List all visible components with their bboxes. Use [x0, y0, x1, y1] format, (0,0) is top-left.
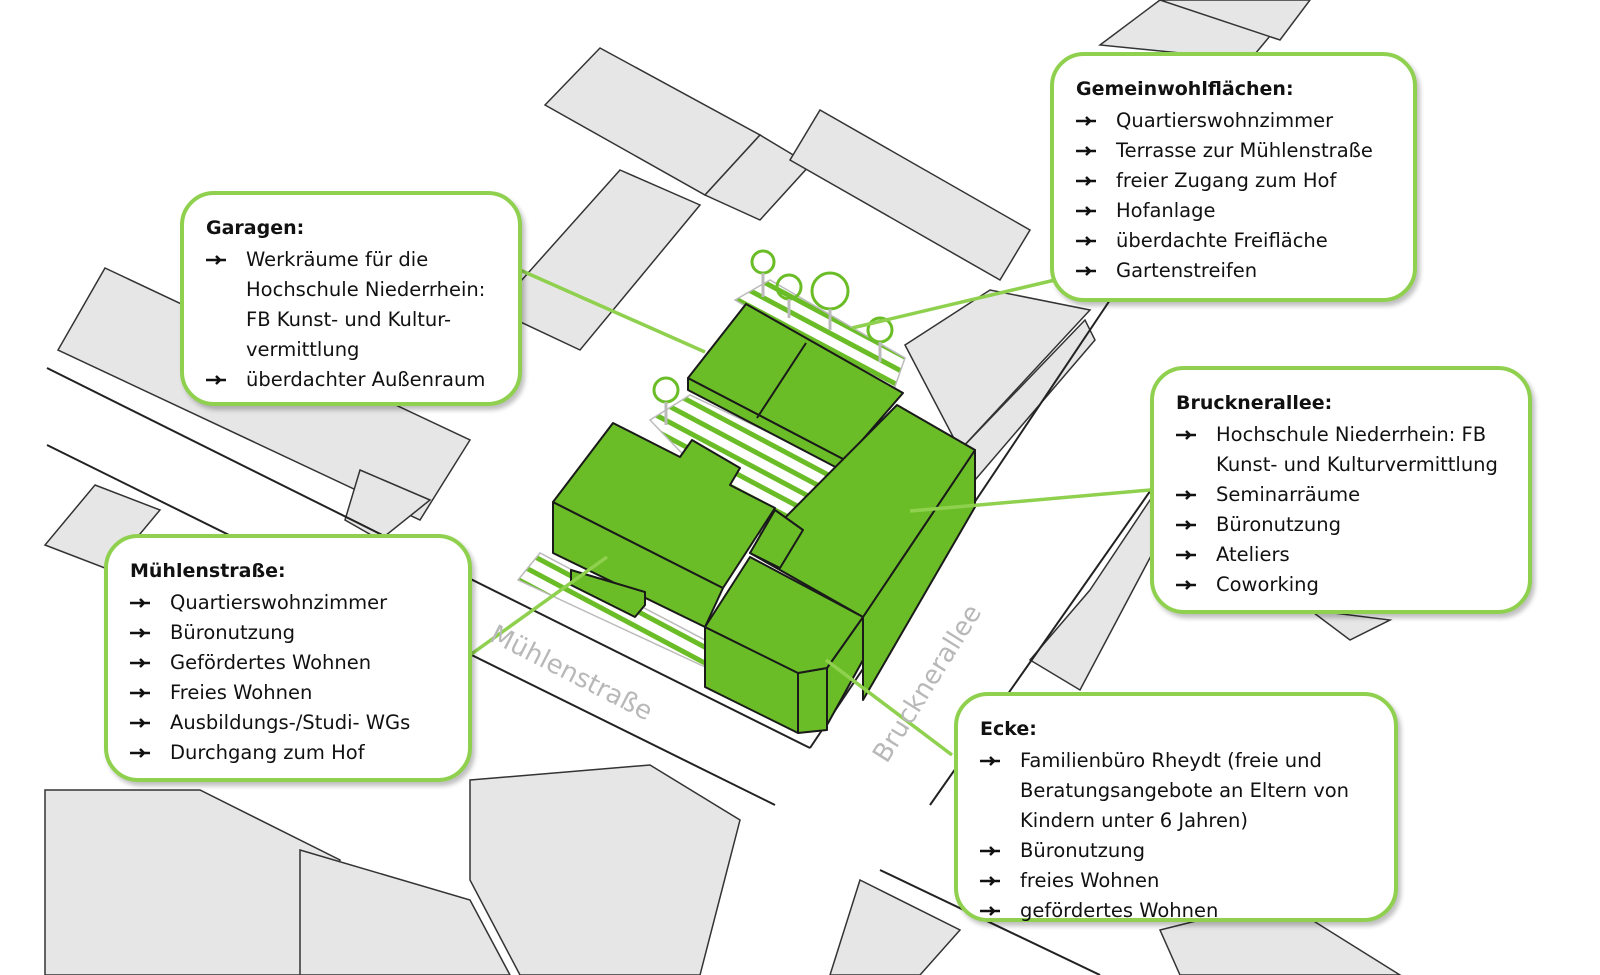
arrow-bullet-icon: [206, 375, 226, 385]
list-item: überdachte Freifläche: [1076, 226, 1391, 256]
leader-lines: [468, 268, 1151, 757]
list-item: Seminarräume: [1176, 480, 1506, 510]
arrow-bullet-icon: [1076, 236, 1096, 246]
arrow-bullet-icon: [1176, 520, 1196, 530]
list-item: Ausbildungs-/Studi- WGs: [130, 708, 446, 738]
callout-gemeinwohlflaechen: Gemeinwohlflächen: Quartierswohnzimmer T…: [1050, 52, 1417, 302]
list-item: Durchgang zum Hof: [130, 738, 446, 768]
list-item: Gefördertes Wohnen: [130, 648, 446, 678]
callout-title: Mühlenstraße:: [130, 560, 286, 582]
list-item: Büronutzung: [1176, 510, 1506, 540]
list-item: Gartenstreifen: [1076, 256, 1391, 286]
arrow-bullet-icon: [1176, 550, 1196, 560]
list-item: freier Zugang zum Hof: [1076, 166, 1391, 196]
arrow-bullet-icon: [130, 718, 150, 728]
list-item: freies Wohnen: [980, 866, 1372, 896]
arrow-bullet-icon: [1176, 430, 1196, 440]
callout-title: Brucknerallee:: [1176, 392, 1333, 414]
callout-title: Garagen:: [206, 217, 305, 239]
list-item: Quartierswohnzimmer: [130, 588, 446, 618]
list-item: Büronutzung: [980, 836, 1372, 866]
arrow-bullet-icon: [980, 846, 1000, 856]
list-item: Terrasse zur Mühlenstraße: [1076, 136, 1391, 166]
list-item: Werkräume für die Hochschule Niederrhein…: [206, 245, 496, 365]
arrow-bullet-icon: [980, 756, 1000, 766]
callout-muehlenstrasse: Mühlenstraße: Quartierswohnzimmer Büronu…: [104, 534, 472, 782]
arrow-bullet-icon: [980, 876, 1000, 886]
arrow-bullet-icon: [1076, 176, 1096, 186]
arrow-bullet-icon: [130, 658, 150, 668]
trees: [652, 249, 894, 425]
list-item: Quartierswohnzimmer: [1076, 106, 1391, 136]
neighbour-blocks: [43, 0, 1402, 975]
corner-block: [704, 556, 864, 674]
callout-ecke: Ecke: Familienbüro Rheydt (freie und Ber…: [954, 692, 1398, 922]
corner-chamfer: [797, 667, 828, 734]
list-item: überdachter Außenraum: [206, 365, 496, 395]
arrow-bullet-icon: [1076, 146, 1096, 156]
arrow-bullet-icon: [130, 748, 150, 758]
arrow-bullet-icon: [1176, 490, 1196, 500]
arrow-bullet-icon: [980, 906, 1000, 916]
arrow-bullet-icon: [1176, 580, 1196, 590]
connector: [749, 509, 804, 569]
arrow-bullet-icon: [1076, 116, 1096, 126]
muehlen-wing: [552, 422, 776, 589]
list-item: Coworking: [1176, 570, 1506, 600]
bruckner-wing: [749, 404, 976, 618]
arrow-bullet-icon: [1076, 266, 1096, 276]
arrow-bullet-icon: [130, 688, 150, 698]
arrow-bullet-icon: [130, 598, 150, 608]
callout-title: Gemeinwohlflächen:: [1076, 78, 1294, 100]
list-item: Büronutzung: [130, 618, 446, 648]
list-item: Freies Wohnen: [130, 678, 446, 708]
callout-title: Ecke:: [980, 718, 1037, 740]
arrow-bullet-icon: [1076, 206, 1096, 216]
arrow-bullet-icon: [130, 628, 150, 638]
callout-garagen: Garagen: Werkräume für die Hochschule Ni…: [180, 191, 522, 406]
list-item: Familienbüro Rheydt (freie und Beratungs…: [980, 746, 1372, 836]
list-item: Hofanlage: [1076, 196, 1391, 226]
garage-block: [687, 303, 904, 461]
building-massing: [552, 303, 976, 734]
arrow-bullet-icon: [206, 255, 226, 265]
list-item: Ateliers: [1176, 540, 1506, 570]
list-item: Hochschule Niederrhein: FB Kunst- und Ku…: [1176, 420, 1506, 480]
callout-brucknerallee: Brucknerallee: Hochschule Niederrhein: F…: [1150, 366, 1532, 614]
list-item: gefördertes Wohnen: [980, 896, 1372, 926]
